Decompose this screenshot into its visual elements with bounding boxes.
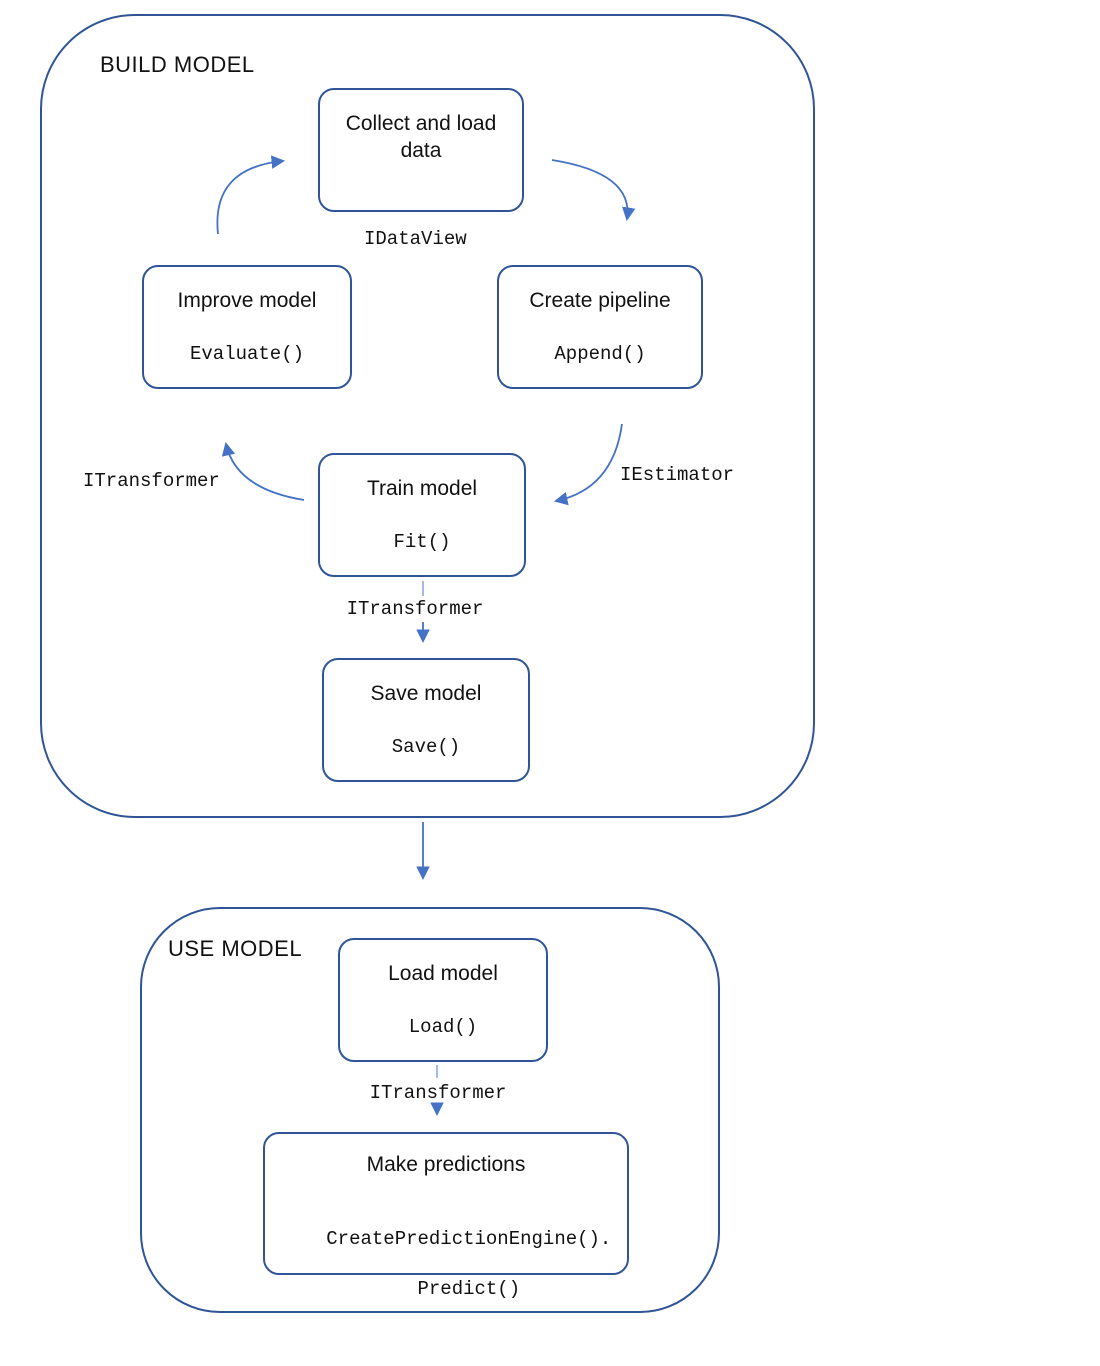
predict-code-line1: CreatePredictionEngine().	[326, 1228, 612, 1250]
node-create-pipeline: Create pipeline Append()	[497, 265, 703, 389]
collect-title: Collect and load data	[345, 112, 497, 162]
edge-label-itransformer-load-predict: ITransformer	[369, 1082, 507, 1104]
node-make-predictions: Make predictions CreatePredictionEngine(…	[263, 1132, 629, 1300]
build-model-label: BUILD MODEL	[100, 52, 255, 77]
improve-code: Evaluate()	[189, 343, 305, 365]
improve-title: Improve model	[177, 289, 317, 312]
node-improve-model: Improve model Evaluate()	[142, 265, 352, 389]
edge-label-itransformer-train-improve: ITransformer	[83, 470, 220, 492]
create-code: Append()	[554, 343, 646, 365]
save-title: Save model	[370, 682, 482, 705]
train-code: Fit()	[393, 531, 451, 553]
predict-code: CreatePredictionEngine(). Predict()	[281, 1202, 612, 1327]
train-title: Train model	[366, 477, 478, 500]
node-collect-and-load-data: Collect and load data	[318, 88, 524, 212]
node-train-model: Train model Fit()	[318, 453, 526, 577]
edge-label-itransformer-train-save: ITransformer	[346, 598, 484, 620]
use-model-container	[140, 907, 720, 1313]
save-code: Save()	[391, 736, 461, 758]
load-code: Load()	[408, 1016, 478, 1038]
use-model-label: USE MODEL	[168, 936, 303, 961]
edge-label-iestimator: IEstimator	[620, 464, 735, 486]
edge-label-idataview: IDataView	[364, 228, 467, 250]
build-model-container	[40, 14, 815, 818]
node-save-model: Save model Save()	[322, 658, 530, 782]
create-title: Create pipeline	[529, 289, 671, 312]
predict-code-line2: Predict()	[417, 1278, 521, 1300]
node-load-model: Load model Load()	[338, 938, 548, 1062]
load-title: Load model	[388, 962, 498, 985]
predict-title: Make predictions	[366, 1153, 526, 1176]
